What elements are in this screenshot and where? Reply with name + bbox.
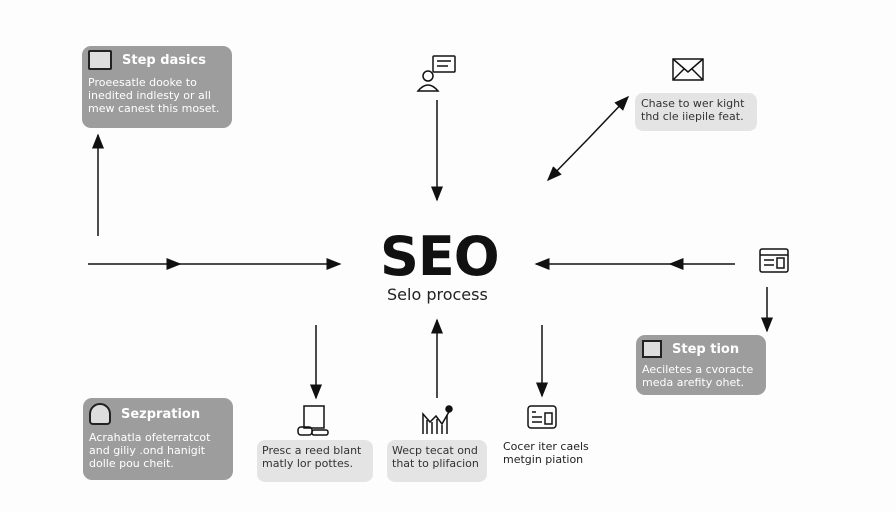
card-title: Sezpration: [121, 406, 201, 422]
note-text: thd cle iiepile feat.: [641, 110, 744, 123]
card-text: dolle pou cheit.: [89, 457, 174, 470]
card-text: Proeesatle dooke to: [88, 76, 197, 89]
card-text: mew canest this moset.: [88, 102, 220, 115]
person-icon: [89, 403, 111, 425]
envelope-icon: [672, 58, 704, 81]
person-chat-icon: [416, 55, 456, 92]
seo-subtitle: Selo process: [387, 285, 488, 304]
card-text: Acrahatla ofeterratcot: [89, 431, 211, 444]
arrow-diagonal-2: [546, 138, 589, 182]
device-icon: [297, 405, 329, 436]
note-text: matly lor pottes.: [262, 457, 353, 470]
image-icon: [642, 340, 662, 358]
note-text: Chase to wer kight: [641, 97, 745, 110]
card-text: meda arefity ohet.: [642, 376, 745, 389]
note-text: that to plifacion: [392, 457, 479, 470]
note-text: Presc a reed blant: [262, 444, 362, 457]
card-text: Aeciletes a cvoracte: [642, 363, 754, 376]
card-title: Step tion: [672, 341, 740, 357]
card-text: inedited indlesty or all: [88, 89, 211, 102]
document-list-icon: [759, 248, 789, 273]
card-text: and giliy .ond hanigit: [89, 444, 206, 457]
chart-growth-icon: [422, 405, 453, 434]
card-list-icon: [527, 405, 557, 429]
note-text: Wecp tecat ond: [392, 444, 478, 457]
seo-title: SEO: [380, 225, 500, 288]
note-text: Cocer iter caels: [503, 440, 589, 453]
note-text: metgin piation: [503, 453, 584, 466]
arrow-diagonal: [587, 95, 630, 140]
document-icon: [88, 50, 112, 70]
card-title: Step dasics: [122, 52, 206, 68]
